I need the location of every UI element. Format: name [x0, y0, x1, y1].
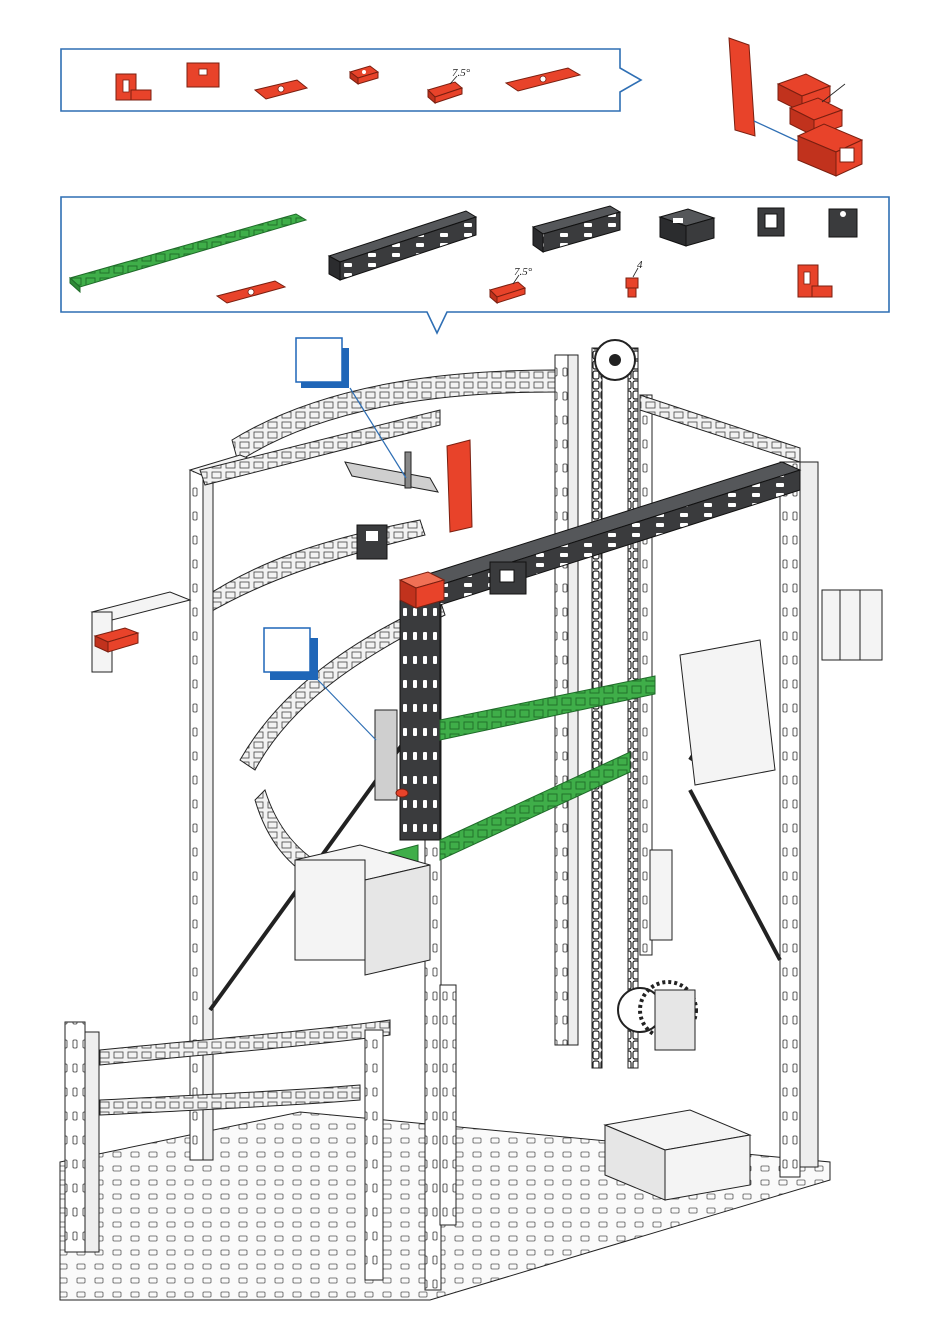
angle-label-2: 7.5°: [514, 266, 533, 278]
right-shutter: [680, 640, 775, 785]
motor-unit: [650, 850, 695, 1050]
gray-bracket-upper: [345, 452, 438, 492]
left-track-2: [100, 1085, 360, 1115]
building-block-icon: [187, 63, 219, 87]
dark-connector-block: [490, 562, 526, 594]
count-label: 4: [637, 259, 643, 271]
outer-left-column: [65, 1022, 99, 1252]
main-model: [60, 340, 882, 1300]
assembly-detail: [729, 38, 862, 176]
upper-spiral-track: [232, 370, 555, 462]
mid-curved-track: [200, 520, 425, 615]
red-flat-panel: [729, 38, 755, 136]
left-side-block: [92, 592, 190, 672]
red-panel-upper: [447, 440, 472, 532]
right-side-blocks: [822, 590, 882, 660]
parts-callout-2: 7.5° 4: [61, 197, 889, 333]
lower-chute: [295, 845, 430, 975]
parts-callout-1: 7.5°: [61, 49, 641, 111]
left-track-1: [100, 1020, 390, 1065]
angle-label-1: 7.5°: [452, 67, 471, 79]
dark-block-upper: [357, 525, 387, 559]
small-block-icon: [829, 209, 857, 237]
dark-column: [400, 600, 440, 840]
connector-icon: [758, 208, 784, 236]
diagonal-brace: [690, 790, 780, 960]
stacked-blocks: [778, 74, 862, 176]
right-tower: [780, 462, 818, 1177]
dark-crossbeam: [425, 462, 800, 605]
